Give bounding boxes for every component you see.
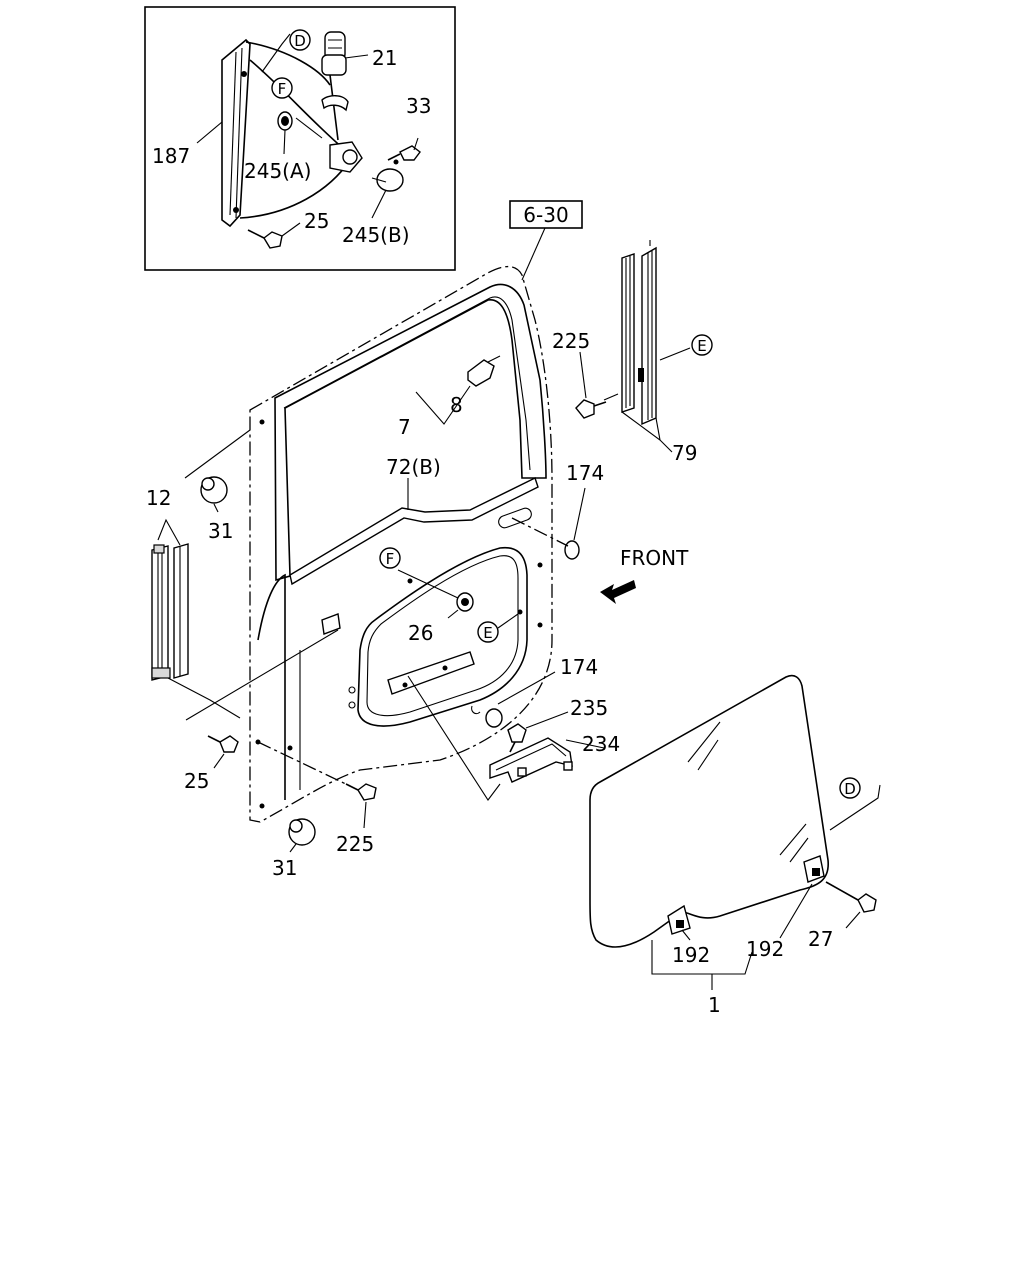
belt-strip — [289, 477, 539, 586]
callout-245b: 245(B) — [342, 223, 410, 247]
bolt-25-left — [207, 735, 239, 769]
glass-pane — [589, 674, 829, 948]
bolt-235 — [507, 711, 569, 753]
svg-text:D: D — [294, 32, 306, 50]
svg-text:E: E — [697, 337, 706, 355]
callout-225-top: 225 — [552, 329, 590, 353]
callout-7: 7 — [398, 415, 411, 439]
callout-174-mid: 174 — [560, 655, 598, 679]
regulator-bracket — [387, 651, 475, 695]
marker-f-door: F — [379, 547, 401, 569]
grommet-174-mid — [471, 671, 556, 728]
cap-245b — [371, 168, 404, 192]
callout-192-right: 192 — [746, 937, 784, 961]
callout-1: 1 — [708, 993, 721, 1017]
stopper-31-top — [184, 429, 251, 513]
svg-text:6-30: 6-30 — [523, 203, 568, 227]
front-direction: FRONT — [600, 546, 689, 604]
svg-text:E: E — [483, 624, 492, 642]
door-panel — [249, 265, 553, 823]
glass-clamp-192-right — [803, 855, 825, 883]
nut-26 — [397, 569, 474, 619]
svg-text:FRONT: FRONT — [620, 546, 689, 570]
callout-174-top: 174 — [566, 461, 604, 485]
reference-box: 6-30 — [509, 200, 583, 281]
front-glass-channel — [151, 518, 241, 719]
regulator-drum — [329, 141, 363, 173]
bolt-33 — [387, 145, 421, 161]
door-outline — [249, 265, 553, 823]
marker-e-door: E — [477, 613, 519, 643]
callout-245a: 245(A) — [244, 159, 311, 183]
rear-glass-channel — [603, 240, 691, 453]
marker-f-inset: F — [271, 77, 293, 99]
door-access-hole — [357, 546, 528, 727]
svg-text:F: F — [386, 550, 395, 568]
clip-8 — [467, 359, 495, 387]
marker-e-right: E — [691, 334, 713, 356]
callout-31-top: 31 — [208, 519, 233, 543]
callout-26: 26 — [408, 621, 433, 645]
grommet-174-top — [511, 487, 586, 560]
grommet-245a — [277, 111, 293, 131]
callout-187: 187 — [152, 144, 190, 168]
bolt-225-top — [575, 351, 607, 419]
marker-d-inset: D — [289, 29, 311, 51]
bolt-225-bottom — [257, 741, 377, 829]
stopper-31-bottom — [288, 818, 316, 853]
bracket-234 — [489, 737, 605, 783]
regulator-guide-rail — [221, 38, 251, 228]
callout-21: 21 — [372, 46, 397, 70]
front-arrow-icon — [600, 580, 636, 604]
door-glass — [589, 674, 881, 990]
callout-72b: 72(B) — [386, 455, 441, 479]
callout-8: 8 — [450, 393, 463, 417]
bolt-25-inset — [247, 229, 283, 249]
callout-225-bottom: 225 — [336, 832, 374, 856]
callout-192-left: 192 — [672, 943, 710, 967]
bolt-27 — [825, 881, 877, 929]
regulator-motor — [321, 31, 347, 76]
callout-25-inset: 25 — [304, 209, 329, 233]
regulator-inset: D F 21 33 187 245(A) 245(B) 25 — [144, 6, 456, 271]
callout-25-left: 25 — [184, 769, 209, 793]
callout-234: 234 — [582, 732, 620, 756]
inset-frame — [144, 6, 456, 271]
callout-31-bottom: 31 — [272, 856, 297, 880]
callout-33: 33 — [406, 94, 431, 118]
callout-12: 12 — [146, 486, 171, 510]
svg-text:F: F — [278, 80, 287, 98]
svg-text:D: D — [844, 780, 856, 798]
callout-235: 235 — [570, 696, 608, 720]
window-frame — [274, 283, 547, 582]
marker-d-glass: D — [839, 777, 861, 799]
regulator-cable — [245, 41, 331, 86]
callout-79: 79 — [672, 441, 697, 465]
glass-clamp-192-left — [667, 904, 691, 935]
callout-27: 27 — [808, 927, 833, 951]
